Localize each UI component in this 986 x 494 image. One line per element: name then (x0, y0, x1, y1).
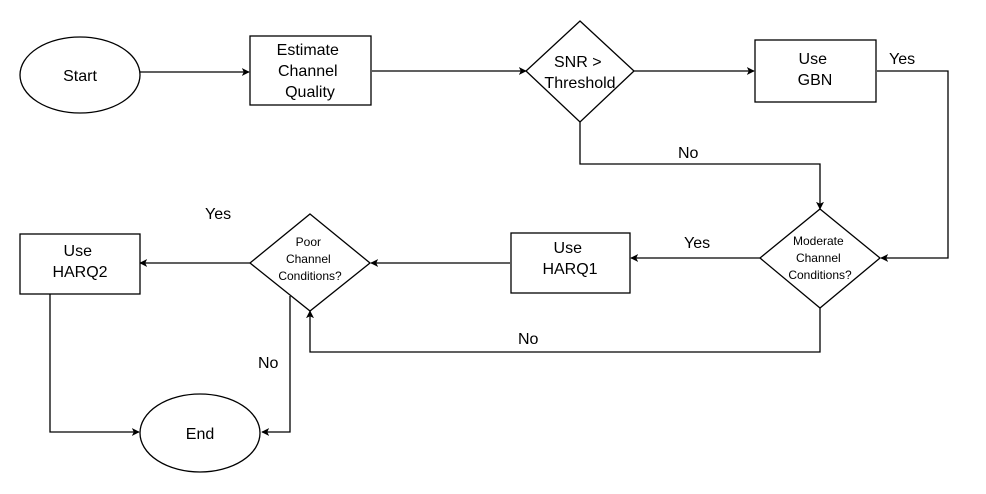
edge-label-poor-yes: Yes (205, 206, 231, 223)
poor-label-line-1: Poor (296, 235, 321, 249)
node-end: End (139, 393, 261, 473)
moderate-label-line-1: Moderate (793, 234, 844, 248)
poor-diamond (248, 213, 372, 312)
end-ellipse (139, 393, 261, 473)
harq1-box (510, 232, 631, 294)
svg-text:End: End (186, 426, 214, 443)
node-start: Start (19, 36, 141, 114)
svg-text:Start: Start (63, 68, 97, 85)
node-use-harq1: Use HARQ1 (510, 232, 631, 294)
node-poor-conditions: Poor Channel Conditions? (248, 213, 372, 312)
harq2-label-line-2: HARQ2 (52, 264, 107, 281)
node-moderate-conditions: Moderate Channel Conditions? (758, 208, 882, 309)
start-ellipse (19, 36, 141, 114)
edge-harq2-to-end (49, 294, 140, 436)
svg-text:Moderate Channel C: Moderate Channel Conditions? (788, 234, 852, 282)
edge-label-moderate-yes: Yes (684, 235, 710, 252)
estimate-label-line-2: Channel (278, 63, 338, 80)
gbn-label-line-2: GBN (798, 72, 833, 89)
edge-gbn-to-moderate (877, 70, 949, 262)
node-estimate-channel-quality: Estimate Channel Quality (249, 35, 372, 106)
svg-text:Use HARQ1: Use HARQ1 (542, 240, 597, 278)
node-use-gbn: Use GBN (754, 39, 877, 103)
edge-label-moderate-no: No (518, 331, 539, 348)
node-snr-threshold: SNR > Threshold (525, 20, 635, 123)
estimate-label-line-3: Quality (285, 84, 335, 101)
edge-poor-to-end (261, 296, 291, 436)
gbn-box (754, 39, 877, 103)
edge-snr-to-moderate (579, 122, 824, 210)
estimate-box (249, 35, 372, 106)
moderate-label-line-2: Channel (796, 251, 841, 265)
harq1-label-line-2: HARQ1 (542, 261, 597, 278)
edge-label-poor-no: No (258, 355, 279, 372)
moderate-diamond (758, 208, 882, 309)
edges (49, 67, 949, 436)
edge-label-snr-no: No (678, 145, 699, 162)
harq2-box (19, 233, 141, 295)
svg-text:Use GBN: Use GBN (798, 51, 833, 89)
estimate-label-line-1: Estimate (277, 42, 339, 59)
poor-label-line-3: Conditions? (278, 269, 342, 283)
snr-label-line-1: SNR > (554, 54, 602, 71)
svg-text:Poor Channel Condi: Poor Channel Conditions? (278, 235, 342, 283)
svg-text:Use HARQ2: Use HARQ2 (52, 243, 107, 281)
edge-moderate-to-poor (306, 308, 821, 353)
harq2-label-line-1: Use (64, 243, 93, 260)
gbn-label-line-1: Use (799, 51, 828, 68)
snr-label-line-2: Threshold (544, 75, 615, 92)
end-label: End (186, 426, 214, 443)
moderate-label-line-3: Conditions? (788, 268, 852, 282)
snr-diamond (525, 20, 635, 123)
start-label: Start (63, 68, 97, 85)
svg-text:Estimate Channel Q: Estimate Channel Quality (277, 42, 344, 101)
svg-text:SNR > Threshold: SNR > Threshold (544, 54, 615, 92)
edge-label-snr-yes: Yes (889, 51, 915, 68)
harq1-label-line-1: Use (554, 240, 583, 257)
node-use-harq2: Use HARQ2 (19, 233, 141, 295)
poor-label-line-2: Channel (286, 252, 331, 266)
edge-labels: Yes No Yes No Yes No (205, 51, 915, 372)
